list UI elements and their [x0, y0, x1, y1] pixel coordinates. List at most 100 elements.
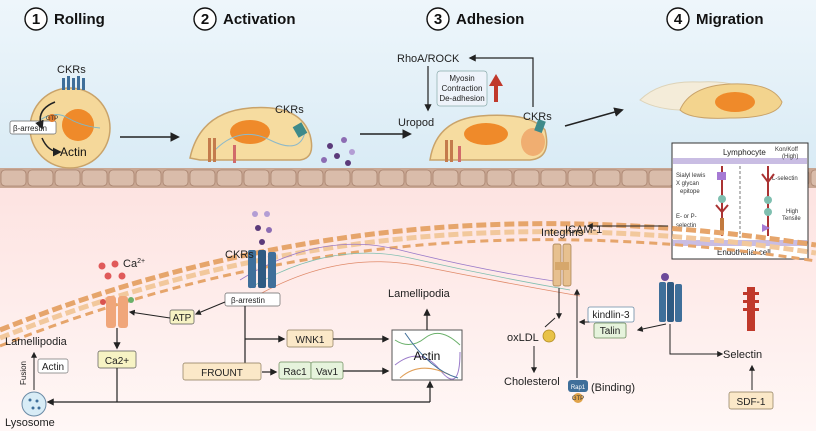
lysosome-icon	[21, 391, 47, 417]
endothelial-cell-segment	[27, 169, 54, 187]
myosin-box	[436, 70, 488, 107]
beta-arrestin-text: β-arrestin	[231, 296, 265, 305]
uropod-label: Uropod	[398, 117, 434, 129]
inset-kon-label: Kon/Koff	[775, 147, 798, 153]
endothelial-cell-segment	[324, 169, 351, 187]
lselectin-molecule-icon	[715, 166, 729, 236]
atp-text: ATP	[173, 313, 192, 324]
endothelial-cell-segment	[351, 169, 378, 187]
adhesion-ckrs-label: CKRs	[523, 111, 552, 123]
step-label: Migration	[696, 11, 764, 28]
selectin-label: Selectin	[723, 349, 762, 361]
rac1-text: Rac1	[283, 367, 307, 378]
talin-box	[593, 322, 627, 339]
integrin-receptor-icon	[552, 243, 572, 287]
chemokine-dots	[321, 137, 355, 166]
kindlin3-box	[587, 306, 635, 323]
oxldl-icon	[542, 329, 556, 343]
arrow-gpcr-selectin	[669, 324, 724, 357]
calcium-ions	[98, 260, 126, 280]
gtp-label: GTP	[46, 116, 58, 122]
step-number: 3	[434, 11, 442, 28]
inset-sialyl-3: epitope	[680, 189, 700, 195]
rap1-icon: Rap1 GTP	[568, 380, 588, 403]
atp-box	[169, 309, 195, 325]
step-adhesion-header: 3 Adhesion	[426, 7, 524, 31]
binding-label: (Binding)	[591, 382, 635, 394]
beta-arrestin-box	[224, 292, 281, 307]
endothelial-cell-segment	[513, 169, 540, 187]
kindlin3-text: kindlin-3	[592, 310, 630, 321]
endothelial-cell-segment	[270, 169, 297, 187]
inset-lymphocyte-label: Lymphocyte	[723, 148, 766, 157]
frount-box	[182, 362, 262, 381]
inset-sialyl-2: X glycan	[676, 181, 699, 187]
rolling-cell: CKRs β-arrestin GTP Actin	[9, 64, 111, 169]
endothelial-cell-segment	[54, 169, 81, 187]
endothelial-cell-segment	[405, 169, 432, 187]
endothelial-cell-segment	[486, 169, 513, 187]
rolling-actin-label: Actin	[60, 145, 87, 159]
lamellipodia-mid-label: Lamellipodia	[388, 288, 451, 300]
endothelial-cell-segment	[297, 169, 324, 187]
myosin-line-2: Contraction	[442, 84, 483, 93]
inset-sialyl-1: Sialyl lewis	[676, 173, 705, 179]
step-migration-header: 4 Migration	[666, 7, 764, 31]
endothelial-cell-segment	[135, 169, 162, 187]
inset-ep-selectin-1: E- or P-	[676, 214, 697, 220]
endothelial-cell-segment	[378, 169, 405, 187]
endothelial-cell-segment	[621, 169, 648, 187]
ca2plus-text: Ca2+	[105, 356, 129, 367]
step-label: Activation	[223, 11, 296, 28]
ckrs-label: CKRs	[225, 249, 254, 261]
endothelial-cell-segment	[594, 169, 621, 187]
oxldl-label: oxLDL	[507, 332, 539, 344]
lamellipodia-left-label: Lamellipodia	[5, 336, 68, 348]
fusion-label: Fusion	[19, 361, 28, 385]
icam1-label: ICAM-1	[565, 224, 602, 236]
actin-small-box	[37, 358, 69, 374]
integrin-icon	[208, 138, 216, 162]
step-activation-header: 2 Activation	[193, 7, 296, 31]
actin-box-label: Actin	[414, 349, 441, 363]
endothelial-cell-segment	[189, 169, 216, 187]
endothelial-cell-segment	[81, 169, 108, 187]
arrow-atp-channel	[128, 309, 171, 319]
step-number: 2	[201, 11, 209, 28]
endothelial-cell-segment	[432, 169, 459, 187]
arrow-arrestin-atp	[194, 301, 226, 315]
adhesion-cell	[429, 114, 548, 162]
migrating-cells	[639, 81, 783, 119]
ckr-receptor-icon	[292, 122, 308, 138]
lysosome-label: Lysosome	[5, 417, 55, 429]
selectin-molecule-icon	[761, 166, 775, 236]
selectin-icon	[233, 145, 236, 163]
actin-small-text: Actin	[42, 362, 64, 373]
endothelial-cell-segment	[648, 169, 675, 187]
step-label: Adhesion	[456, 11, 524, 28]
endothelial-cell-segment	[540, 169, 567, 187]
ckr-to-rhoa-arrow	[468, 54, 534, 107]
myosin-line-3: De-adhesion	[439, 94, 484, 103]
increase-arrow-icon	[489, 74, 503, 102]
arrow-gpcr-talin	[636, 323, 667, 332]
endothelial-cell-segment	[243, 169, 270, 187]
endothelial-cell-segment	[459, 169, 486, 187]
beta-arrestin-label: β-arrestin	[13, 124, 47, 133]
step-rolling-header: 1 Rolling	[24, 7, 105, 31]
myosin-line-1: Myosin	[449, 74, 474, 83]
calcium-channel-icon	[100, 296, 134, 328]
gpcr-receptor-icon	[659, 273, 682, 322]
endothelial-cell-segment	[216, 169, 243, 187]
receptor-cluster-icon	[62, 76, 85, 90]
step-label: Rolling	[54, 11, 105, 28]
rap1-gtp-text: GTP	[572, 396, 584, 402]
inset-l-selectin: L-selectin	[772, 176, 798, 182]
inset-kon-high: (High)	[782, 154, 798, 160]
link-integrin-oxldl	[544, 317, 556, 328]
arrow-adhesion-to-migration	[564, 107, 624, 127]
wnk1-text: WNK1	[296, 335, 325, 346]
endothelial-cell-segment	[0, 169, 27, 187]
